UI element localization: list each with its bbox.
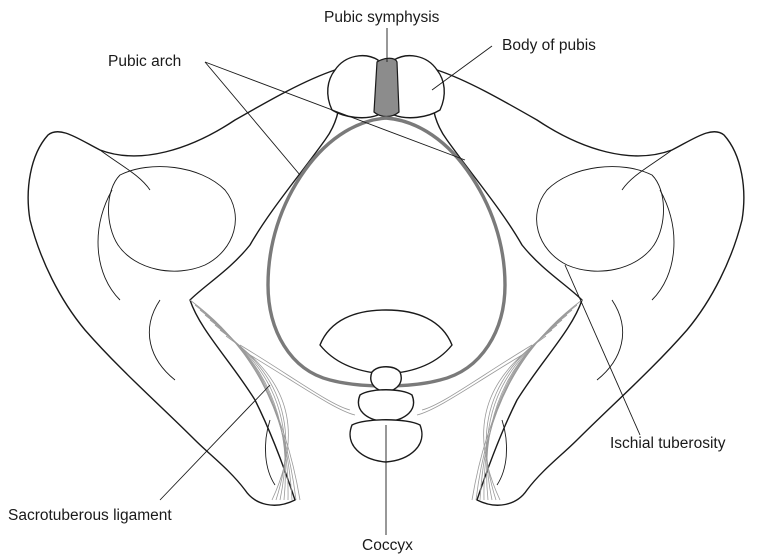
coccyx-bone (371, 367, 401, 392)
left-hip-bone (28, 70, 340, 505)
pubic-symphysis-disc (374, 58, 399, 116)
sacrum (320, 310, 452, 374)
label-sacrotuberous-ligament: Sacrotuberous ligament (8, 507, 172, 524)
label-ischial-tuberosity: Ischial tuberosity (610, 435, 726, 452)
left-pubic-body (328, 56, 378, 118)
label-pubic-arch: Pubic arch (108, 53, 181, 70)
label-coccyx: Coccyx (362, 537, 413, 554)
label-pubic-symphysis: Pubic symphysis (324, 9, 440, 26)
label-body-of-pubis: Body of pubis (502, 37, 596, 54)
